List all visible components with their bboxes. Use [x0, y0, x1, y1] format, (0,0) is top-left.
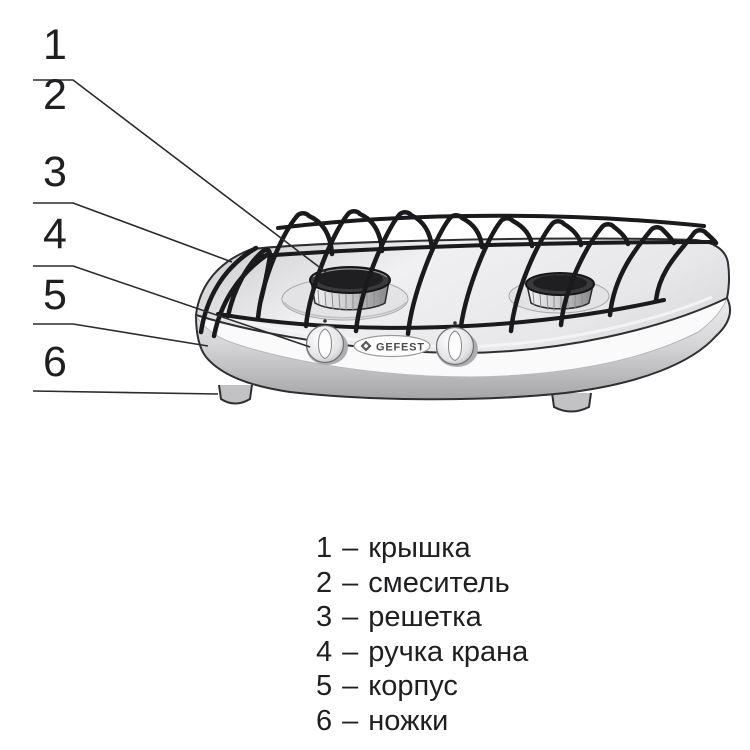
knob-right: [435, 321, 478, 367]
foot-right: [551, 392, 592, 413]
legend-label: крышка: [368, 532, 471, 564]
grate-loop-2: [303, 209, 385, 329]
legend-label: ножки: [368, 704, 449, 737]
legend-label: корпус: [368, 670, 458, 702]
gefest-logo-oval: [353, 334, 431, 358]
legend-label: решетка: [368, 601, 482, 633]
legend-number: 2: [316, 566, 333, 599]
callout-number-6: 6: [43, 338, 67, 386]
leader-lines: [32, 79, 328, 395]
legend-separator: –: [342, 532, 359, 564]
legend-item-5: 5–корпус: [316, 669, 528, 704]
legend-label: ручка крана: [368, 635, 529, 668]
legend-item-4: 4–ручка крана: [316, 635, 528, 670]
legend-item-1: 1–крышка: [316, 531, 528, 566]
legend-separator: –: [342, 566, 359, 599]
legend-separator: –: [342, 704, 359, 737]
legend-number: 3: [316, 601, 333, 633]
foot-left: [218, 384, 253, 405]
legend-number: 4: [316, 635, 333, 668]
knob-left: [305, 319, 348, 365]
gefest-diamond-icon-inner: [363, 343, 369, 349]
grate-rail-back: [258, 240, 716, 258]
legend-number: 6: [316, 704, 333, 737]
legend-number: 1: [316, 532, 333, 564]
grate: [198, 209, 719, 339]
knob-left-marker-dot: [323, 319, 327, 323]
leader-line-6: [32, 390, 219, 395]
legend: 1–крышка 2–смеситель 3–решетка 4–ручка к…: [316, 531, 528, 738]
leader-line-3: [33, 202, 233, 263]
gefest-logo: GEFEST: [353, 334, 431, 358]
burner-right: [525, 272, 595, 311]
burner-cap-right-top: [533, 275, 587, 291]
grate-rail-front: [216, 298, 666, 330]
callout-number-3: 3: [43, 148, 67, 196]
knob-right-marker-dot: [453, 321, 457, 325]
legend-item-3: 3–решетка: [316, 600, 528, 635]
legend-separator: –: [342, 635, 359, 668]
callout-number-5: 5: [43, 271, 67, 319]
callout-number-2: 2: [43, 71, 67, 119]
legend-separator: –: [342, 601, 359, 633]
grate-left-frame-outer: [198, 245, 259, 335]
leader-line-4: [33, 265, 311, 348]
knob-right-grip: [447, 330, 463, 362]
legend-label: смеситель: [368, 566, 510, 599]
grate-left-frame-inner: [211, 251, 271, 339]
callout-number-1: 1: [43, 21, 67, 69]
burner-left: [309, 266, 391, 311]
callout-number-4: 4: [43, 210, 67, 258]
knob-left-grip: [317, 328, 333, 360]
grate-loop-7: [558, 222, 631, 328]
legend-separator: –: [342, 670, 359, 702]
burner-recess-left-shadow: [283, 301, 407, 319]
grate-loop-1: [255, 211, 335, 321]
burner-mixer-right-ribs: [532, 291, 583, 311]
legend-number: 5: [316, 670, 333, 702]
legend-item-2: 2–смеситель: [316, 566, 528, 601]
grate-rail-top: [276, 213, 706, 230]
legend-item-6: 6–ножки: [316, 704, 528, 739]
leader-line-1-2: [33, 79, 328, 274]
grate-loop-6: [508, 219, 584, 334]
grate-loop-5: [457, 216, 535, 337]
gefest-logo-text: GEFEST: [376, 342, 425, 354]
leader-line-5: [33, 323, 209, 347]
grate-loop-8: [607, 225, 677, 318]
grate-loop-3: [353, 210, 435, 334]
stove-body-group: GEFEST: [194, 209, 731, 413]
grate-loop-9: [653, 228, 719, 303]
